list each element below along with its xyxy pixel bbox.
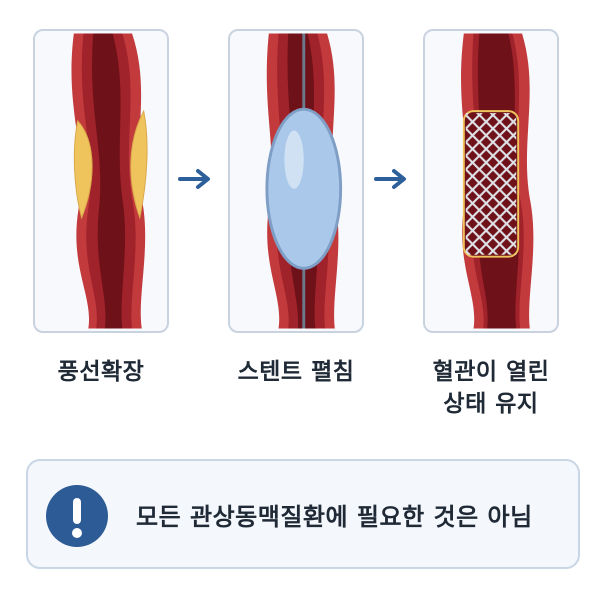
exclamation-icon bbox=[46, 485, 108, 547]
step-label-stent: 스텐트 펼침 bbox=[237, 359, 355, 385]
artery-stent-illustration bbox=[461, 33, 534, 329]
note-box: 모든 관상동맥질환에 필요한 것은 아님 bbox=[26, 459, 580, 569]
artery-balloon-illustration bbox=[265, 33, 343, 329]
artery-plaque-illustration bbox=[71, 33, 148, 329]
note-text: 모든 관상동맥질환에 필요한 것은 아님 bbox=[136, 503, 533, 531]
arrow-right-icon bbox=[178, 169, 210, 189]
step-label-open: 혈관이 열린 상태 유지 bbox=[432, 359, 550, 417]
step-label-balloon: 풍선확장 bbox=[57, 359, 145, 385]
arrow-right-icon bbox=[374, 169, 406, 189]
panel-balloon bbox=[228, 29, 364, 333]
panel-plaque bbox=[33, 29, 169, 333]
panel-stent bbox=[423, 29, 559, 333]
